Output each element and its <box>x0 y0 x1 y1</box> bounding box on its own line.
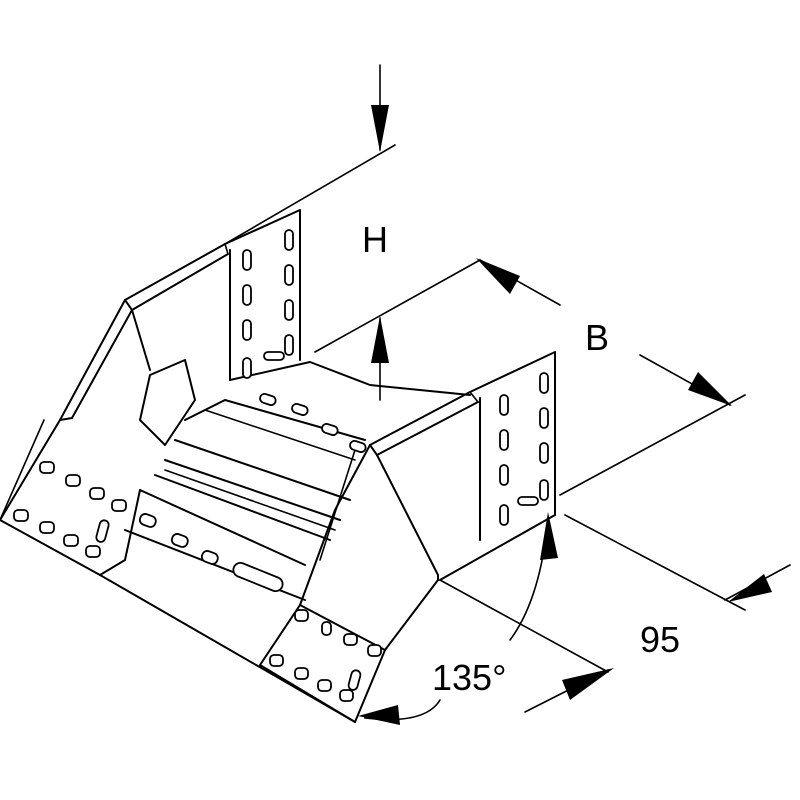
left-coupling-plate <box>139 359 196 446</box>
dimension-angle <box>358 512 558 725</box>
dimension-height <box>224 64 481 401</box>
perforations <box>13 229 549 702</box>
length-label: 95 <box>640 619 680 660</box>
right-outer-panel <box>259 444 439 723</box>
width-label: B <box>585 317 609 358</box>
height-label: H <box>362 219 388 260</box>
tray-floor <box>99 361 471 601</box>
dimension-width <box>476 258 746 496</box>
right-side-rail <box>369 351 556 581</box>
angle-label: 135° <box>432 657 506 698</box>
dimension-length <box>439 514 791 713</box>
